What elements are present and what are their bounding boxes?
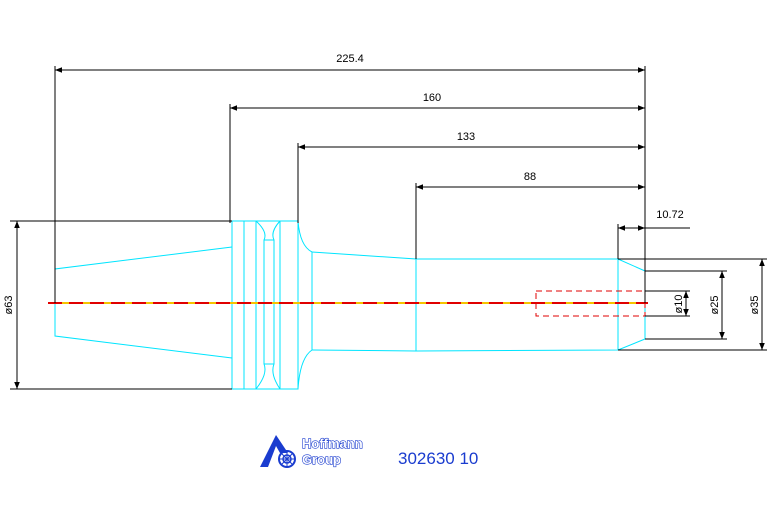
dim-text-225: 225.4 [336, 53, 364, 65]
dimensions [10, 66, 767, 390]
v-groove [255, 220, 266, 390]
part-outline [54, 220, 646, 390]
body [311, 251, 417, 352]
part-number: 302630 10 [398, 449, 479, 468]
dim-text-133: 133 [457, 131, 475, 143]
dim-text-88: 88 [524, 171, 536, 183]
dim-text-d35: ø35 [749, 296, 761, 315]
svg-text:Group: Group [302, 452, 341, 467]
dim-text-d10: ø10 [673, 295, 685, 314]
collar [280, 220, 299, 390]
svg-text:Hoffmann: Hoffmann [302, 436, 363, 451]
dim-text-d63: ø63 [3, 296, 15, 315]
logo-mark-icon [260, 435, 288, 467]
front-cylinder [415, 258, 646, 352]
dim-text-d25: ø25 [709, 296, 721, 315]
dim-text-160: 160 [423, 92, 441, 104]
hoffmann-group-logo: Hoffmann Group [260, 435, 363, 468]
dim-text-10-72: 10.72 [656, 209, 684, 221]
